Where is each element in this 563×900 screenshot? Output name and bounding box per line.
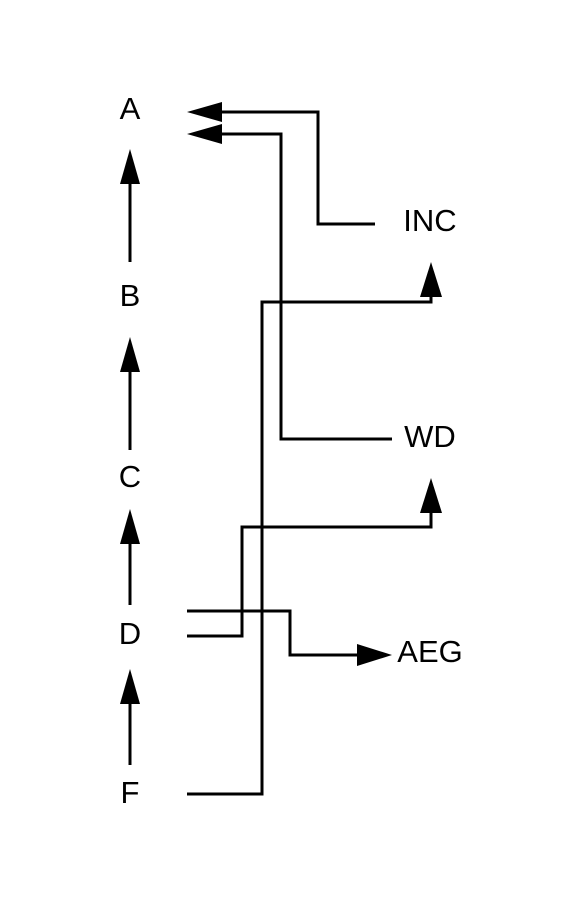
node-d: D	[119, 616, 141, 651]
edge-d-to-aeg	[187, 609, 361, 657]
edge-inc-to-a	[218, 110, 375, 226]
node-inc: INC	[403, 203, 456, 238]
edge-d-to-wd-arrowhead	[420, 478, 442, 513]
edge-f-to-inc-arrowhead	[420, 262, 442, 297]
edge-c-to-b-arrowhead	[120, 337, 140, 372]
edge-wd-to-a	[218, 132, 392, 441]
node-aeg: AEG	[397, 634, 462, 669]
node-a: A	[120, 91, 141, 126]
node-wd: WD	[404, 419, 456, 454]
edge-d-to-wd	[187, 510, 433, 638]
edge-inc-to-a-arrowhead	[187, 102, 222, 122]
edge-f-to-d-arrowhead	[120, 669, 140, 704]
edge-d-to-c-arrowhead	[120, 509, 140, 544]
node-f: F	[121, 775, 140, 810]
edge-b-to-a-arrowhead	[120, 149, 140, 184]
edge-wd-to-a-arrowhead	[187, 124, 222, 144]
edge-d-to-aeg-arrowhead	[357, 644, 392, 666]
node-c: C	[119, 459, 141, 494]
edge-f-to-inc	[187, 294, 433, 796]
node-b: B	[120, 278, 141, 313]
